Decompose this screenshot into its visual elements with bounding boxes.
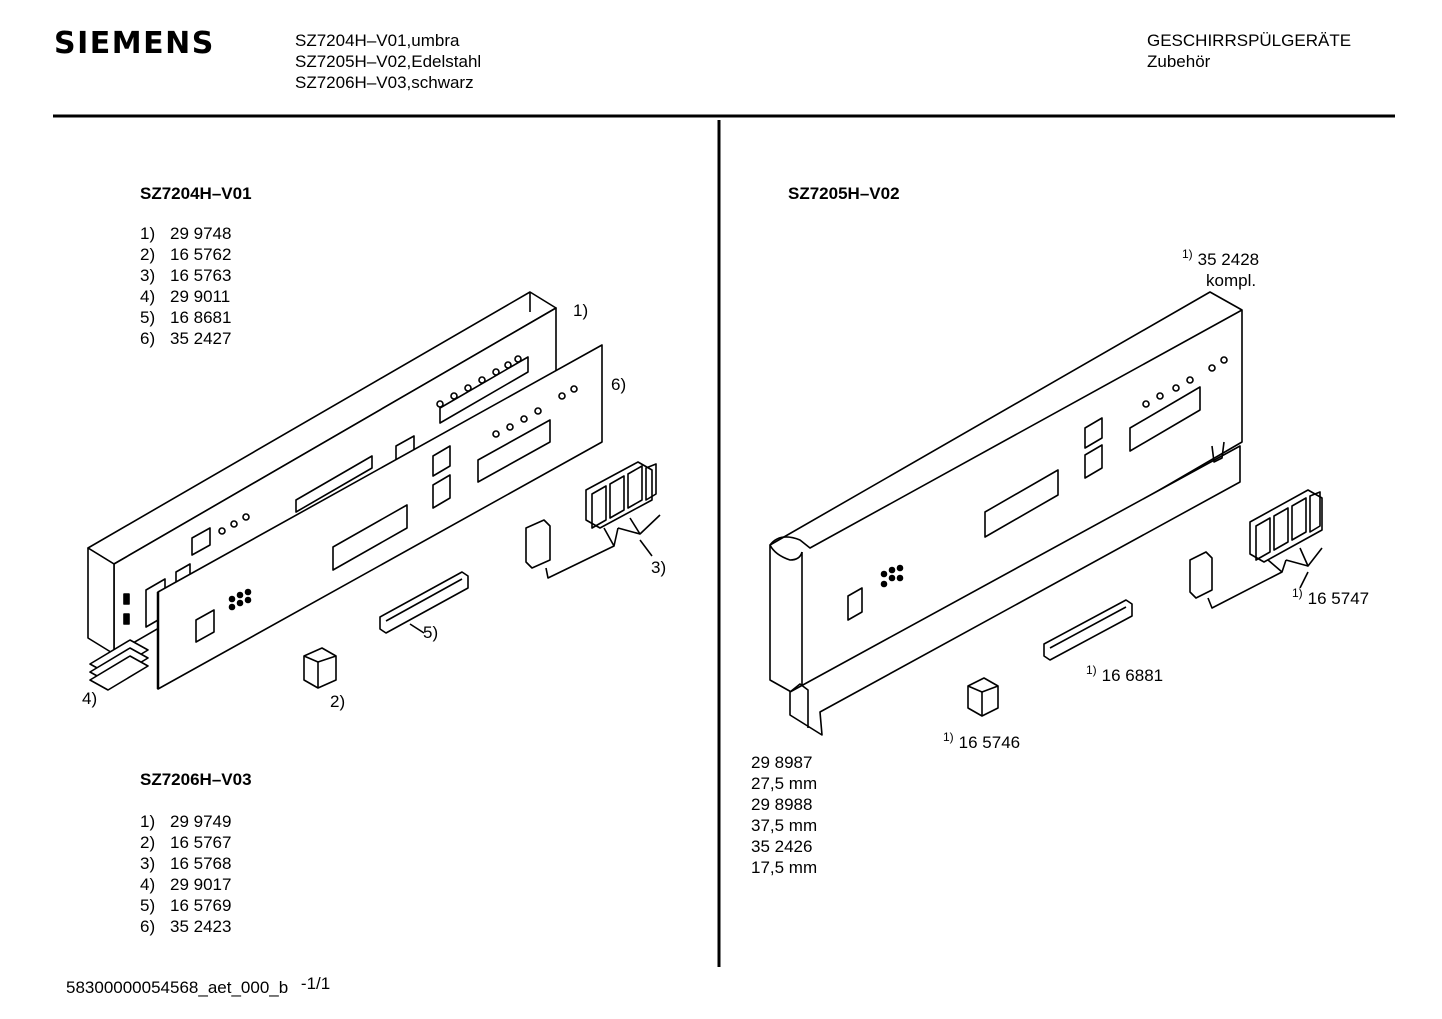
callout-6: 6): [611, 375, 627, 394]
brand-logo: SIEMENS: [54, 26, 215, 61]
footnote-marker: 1): [1182, 247, 1193, 261]
callout-clip: 1) 16 6881: [1086, 663, 1163, 686]
parts-row: 4)29 9011: [140, 287, 231, 306]
parts-row: 1)29 9748: [140, 224, 232, 243]
strip-part-line: 37,5 mm: [751, 816, 818, 835]
clip-drawing: [379, 571, 469, 634]
complete-panel-drawing: [769, 291, 1243, 699]
parts-row: 6)35 2423: [140, 917, 232, 936]
category-title: GESCHIRRSPÜLGERÄTE: [1147, 31, 1352, 50]
strip-parts-list: 29 8987 27,5 mm 29 8988 37,5 mm 35 2426 …: [751, 752, 817, 878]
parts-row: 1)29 9749: [140, 812, 232, 831]
page-number: -1/1: [300, 974, 331, 993]
parts-row: 3)16 5763: [140, 266, 232, 285]
callout-panel: 1) 35 2428 kompl.: [1182, 244, 1259, 291]
cover-strip-drawing: [789, 441, 1241, 736]
button-group-drawing: [525, 461, 661, 579]
strip-part-line: 29 8988: [751, 795, 813, 814]
parts-row: 2)16 5762: [140, 245, 232, 264]
parts-list-v01: 1)29 9748 2)16 5762 3)16 5763 4)29 9011 …: [140, 223, 231, 349]
part-number: 35 2428: [1197, 250, 1260, 269]
callout-1: 1): [573, 301, 589, 320]
callout-4: 4): [82, 689, 98, 708]
right-clip-drawing: [1043, 599, 1133, 661]
section-title-v02: SZ7205H–V02: [788, 184, 900, 203]
model-list: SZ7204H–V01,umbra SZ7205H–V02,Edelstahl …: [295, 30, 481, 93]
model-line: SZ7204H–V01,umbra: [295, 31, 460, 50]
parts-row: 6)35 2427: [140, 329, 232, 348]
front-panel-drawing: [156, 344, 603, 690]
model-line: SZ7206H–V03,schwarz: [295, 73, 474, 92]
callout-5: 5): [423, 623, 439, 642]
parts-row: 5)16 5769: [140, 896, 232, 915]
callout-buttons: 1) 16 5747: [1292, 586, 1369, 609]
parts-row: 2)16 5767: [140, 833, 232, 852]
callout-knob: 1) 16 5746: [943, 730, 1020, 753]
parts-list-v03: 1)29 9749 2)16 5767 3)16 5768 4)29 9017 …: [140, 811, 231, 937]
right-knob-drawing: [967, 677, 999, 717]
footnote-marker: 1): [1292, 586, 1303, 600]
document-id: 58300000054568_aet_000_b: [66, 978, 289, 997]
strip-part-line: 27,5 mm: [751, 774, 818, 793]
callout-3: 3): [651, 558, 667, 577]
parts-row: 5)16 8681: [140, 308, 232, 327]
right-button-group-drawing: [1189, 489, 1323, 609]
footnote-marker: 1): [1086, 663, 1097, 677]
knob-drawing: [303, 647, 337, 689]
footnote-marker: 1): [943, 730, 954, 744]
subcategory-title: Zubehör: [1147, 52, 1211, 71]
model-line: SZ7205H–V02,Edelstahl: [295, 52, 482, 71]
part-number: 16 6881: [1101, 666, 1164, 685]
part-note: kompl.: [1206, 271, 1257, 290]
part-number: 16 5746: [958, 733, 1021, 752]
parts-row: 4)29 9017: [140, 875, 232, 894]
strip-part-line: 17,5 mm: [751, 858, 818, 877]
section-title-v03: SZ7206H–V03: [140, 770, 252, 789]
strip-part-line: 29 8987: [751, 753, 813, 772]
callout-2: 2): [330, 692, 346, 711]
strip-part-line: 35 2426: [751, 837, 813, 856]
section-title-v01: SZ7204H–V01: [140, 184, 252, 203]
footer: 58300000054568_aet_000_b -1/1: [66, 974, 330, 998]
category-block: GESCHIRRSPÜLGERÄTE Zubehör: [1147, 30, 1351, 72]
parts-row: 3)16 5768: [140, 854, 232, 873]
part-number: 16 5747: [1307, 589, 1370, 608]
